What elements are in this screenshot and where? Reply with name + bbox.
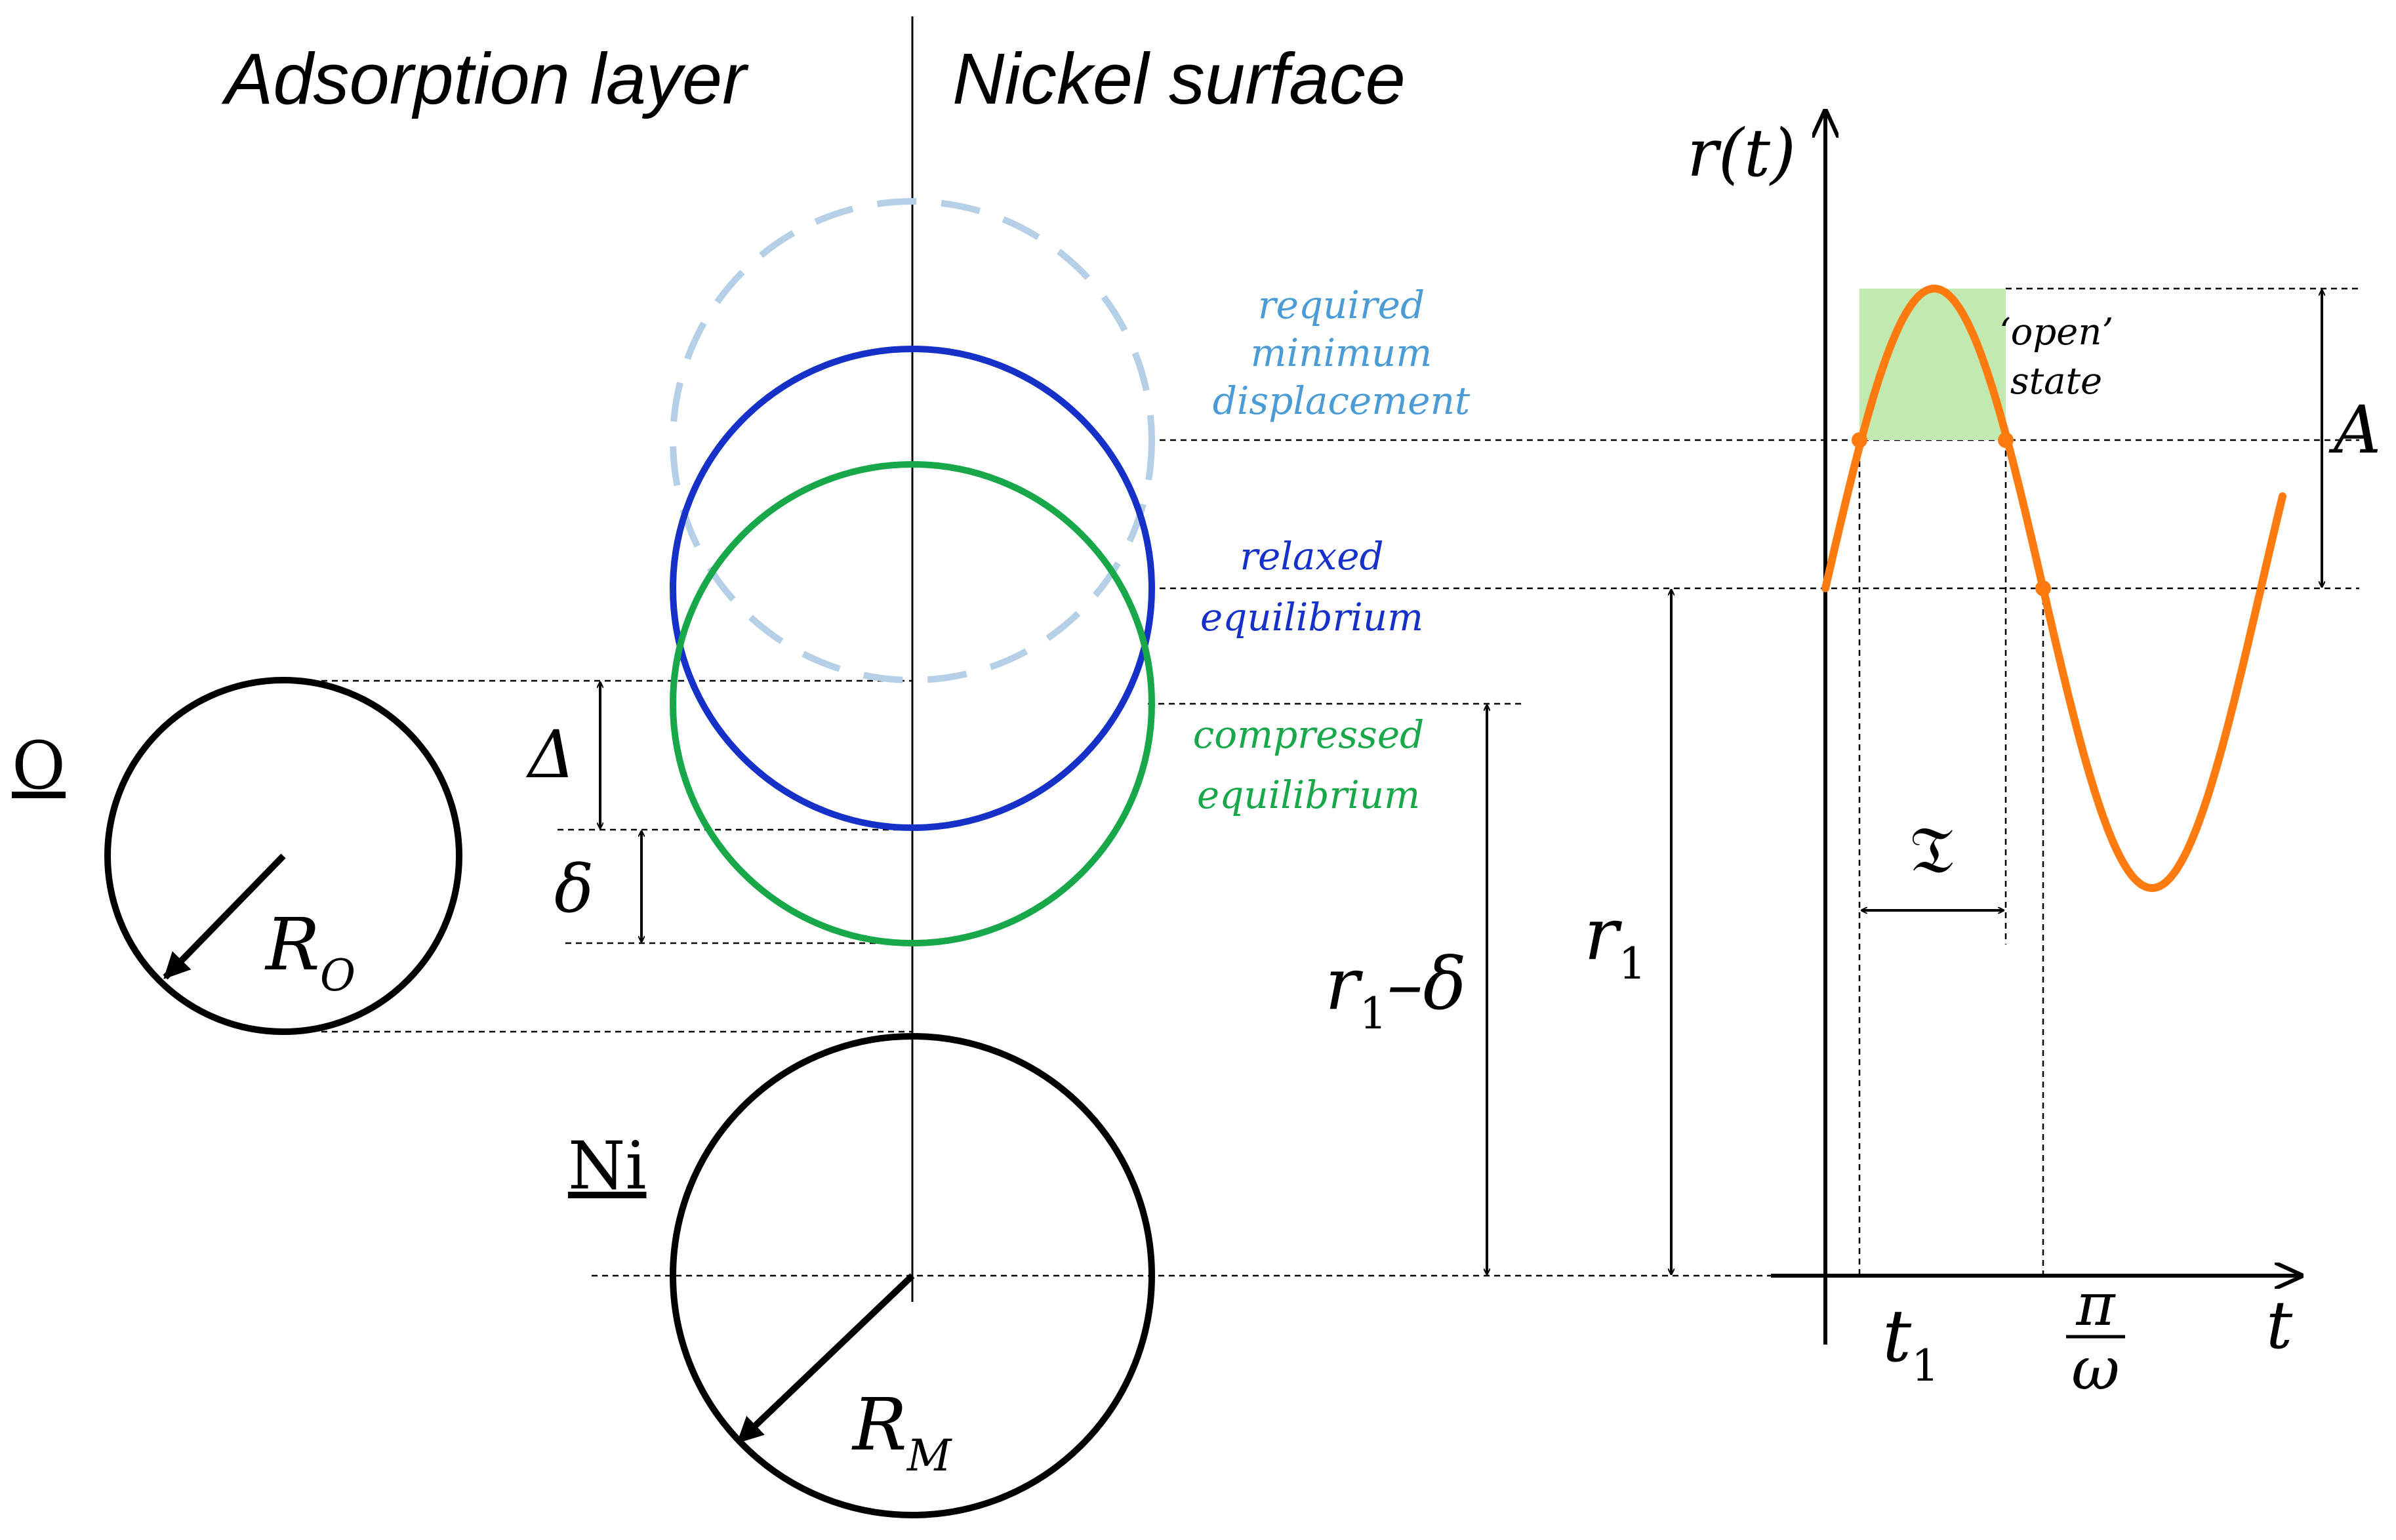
oxygen-label: O bbox=[12, 727, 66, 804]
nickel-atom-circle bbox=[670, 1033, 1155, 1518]
nickel-label: Ni bbox=[568, 1127, 646, 1204]
half-period-dot bbox=[2035, 580, 2051, 596]
t1-crossing-dot bbox=[1852, 432, 1867, 448]
open-state-label-line1: ‘open’ bbox=[1999, 311, 2113, 354]
t1-tick-label: t1 bbox=[1882, 1294, 1939, 1391]
label-relaxed-line2: equilibrium bbox=[1200, 595, 1423, 639]
pi-over-omega-denominator: ω bbox=[2071, 1335, 2119, 1404]
t-end-crossing-dot bbox=[1998, 432, 2014, 448]
nickel-radius-label: RM bbox=[851, 1383, 952, 1481]
open-state-label-line2: state bbox=[2010, 360, 2102, 403]
pi-over-omega-numerator: π bbox=[2075, 1270, 2116, 1339]
oscillation-curve bbox=[1821, 285, 2286, 892]
relaxed-equilibrium-circle bbox=[670, 346, 1155, 831]
r1-minus-delta-label: r1–δ bbox=[1325, 942, 1467, 1039]
label-required-line3: displacement bbox=[1213, 378, 1471, 423]
heading-nickel-surface: Nickel surface bbox=[952, 39, 1406, 119]
heading-adsorption-layer: Adsorption layer bbox=[221, 39, 749, 119]
label-relaxed-line1: relaxed bbox=[1240, 534, 1383, 578]
required-displacement-circle bbox=[670, 198, 1155, 683]
delta-small-label: δ bbox=[554, 851, 594, 927]
label-required-line1: required bbox=[1258, 283, 1425, 327]
graph-x-label: t bbox=[2266, 1287, 2293, 1364]
r1-label: r1 bbox=[1584, 892, 1646, 989]
oxygen-atom-circle bbox=[104, 677, 462, 1035]
label-required-line2: minimum bbox=[1251, 331, 1432, 375]
compressed-equilibrium-circle bbox=[670, 461, 1155, 946]
graph-y-label: r(t) bbox=[1687, 115, 1796, 192]
open-duration-label: 𝔗 bbox=[1910, 811, 1953, 888]
nickel-radius-arrow bbox=[736, 1273, 915, 1444]
amplitude-label: A bbox=[2328, 392, 2381, 468]
label-compressed-line2: equilibrium bbox=[1197, 773, 1420, 817]
delta-capital-label: Δ bbox=[525, 716, 575, 793]
label-compressed-line1: compressed bbox=[1193, 712, 1425, 757]
oxygen-radius-label: RO bbox=[264, 902, 355, 1001]
oxygen-radius-arrow bbox=[163, 853, 286, 980]
